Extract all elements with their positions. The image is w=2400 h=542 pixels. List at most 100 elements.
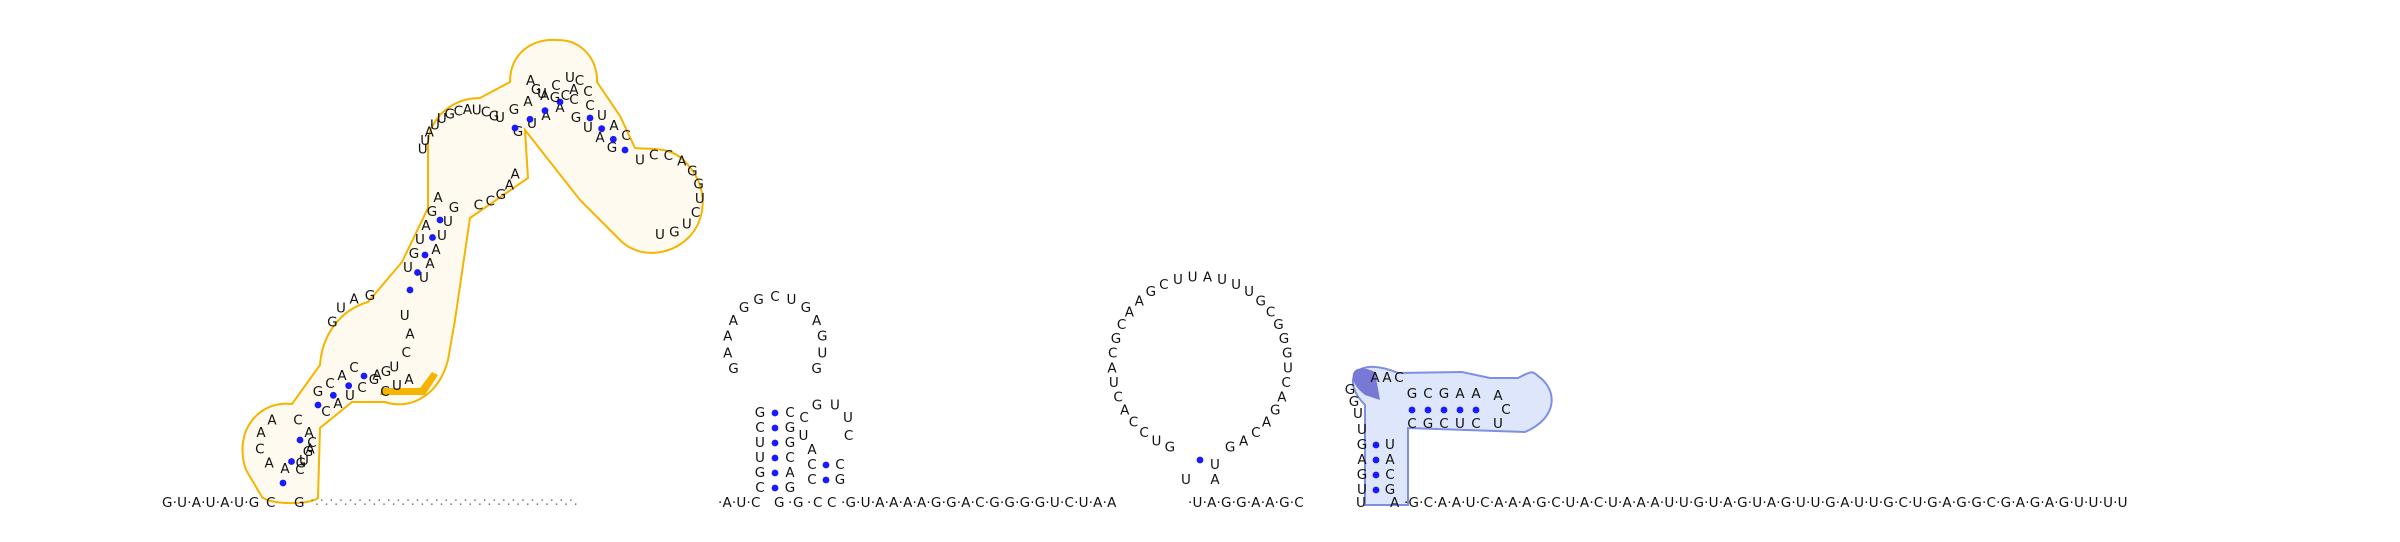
backbone-base: G [294, 495, 305, 511]
stem-nucleotide: U [583, 120, 593, 136]
loop-nucleotide: A [723, 345, 733, 361]
three-prime-strand: ·G·C·A·A·U·C·A·A·A·G·C·U·A·C·U·A·A·A·U·U… [1404, 495, 2128, 511]
loop-nucleotide: U [682, 217, 692, 233]
five-prime-strand: G·U·A·U·A·U·G [162, 495, 259, 511]
stem-nucleotide: U [537, 86, 547, 102]
loop-nucleotide: A [677, 153, 687, 169]
loop-nucleotide: A [1107, 360, 1117, 376]
loop-nucleotide: A [1135, 293, 1145, 309]
stem-nucleotide: G [509, 102, 519, 118]
highlight-region-helix1 [241, 38, 704, 505]
loop-nucleotide: A [1262, 415, 1272, 431]
loop-nucleotide: A [1382, 370, 1392, 386]
loop-nucleotide: U [635, 152, 645, 168]
stem-nucleotide: C [321, 404, 330, 420]
base-pair-dot [621, 146, 629, 154]
base-pair-dot [1196, 456, 1204, 464]
loop-nucleotide: C [454, 103, 463, 119]
loop-nucleotide: C [1501, 402, 1510, 418]
stem-nucleotide: C [1471, 416, 1480, 432]
loop-nucleotide: C [1159, 277, 1168, 293]
loop-nucleotide: A [505, 178, 515, 194]
stem-nucleotide: A [425, 256, 435, 272]
stem-nucleotide: C [807, 457, 816, 473]
stem-nucleotide: A [807, 442, 817, 458]
loop-nucleotide: C [1117, 317, 1126, 333]
loop-nucleotide: A [1120, 403, 1130, 419]
stem-nucleotide: A [555, 100, 565, 116]
loop-nucleotide: G [1270, 403, 1280, 419]
loop-nucleotide: C [770, 289, 779, 305]
base-pair-dot [526, 115, 534, 123]
loop-nucleotide: C [255, 442, 264, 458]
stem-nucleotide: G [785, 435, 795, 451]
loop-nucleotide: G [496, 187, 506, 203]
stem-nucleotide: G [409, 246, 419, 262]
loop-nucleotide: U [420, 133, 430, 149]
base-pair-dot [771, 424, 779, 432]
loop-nucleotide: A [463, 102, 473, 118]
loop-nucleotide: G [1111, 331, 1121, 347]
loop-nucleotide: A [1493, 388, 1503, 404]
stem-nucleotide: C [807, 472, 816, 488]
loop-nucleotide: G [817, 329, 827, 345]
backbone-base: C [827, 495, 837, 511]
backbone-segment: ·A·U·C [718, 495, 761, 511]
stem-nucleotide: C [307, 435, 316, 451]
loop-nucleotide: A [526, 73, 536, 89]
stem-nucleotide: C [785, 450, 794, 466]
base-pair-dot [406, 286, 414, 294]
base-pair-dot [1440, 406, 1448, 414]
base-pair-dot [329, 391, 337, 399]
base-pair-dot [586, 114, 594, 122]
loop-nucleotide: A [1203, 269, 1213, 285]
backbone-base: C [266, 495, 276, 511]
loop-nucleotide: U [418, 142, 428, 158]
stem-nucleotide: U [1357, 482, 1367, 498]
loop-nucleotide: G [531, 82, 541, 98]
stem-nucleotide: C [755, 420, 764, 436]
base-pair-dot [414, 269, 421, 276]
stem-nucleotide: G [607, 140, 617, 156]
linker: ·G·U·A·A·A·A·G·G·A·C·G·G·G·G·U·C·U·A·A [841, 495, 1117, 511]
loop-nucleotide: G [669, 224, 679, 240]
loop-nucleotide: A [812, 313, 822, 329]
loop-nucleotide: U [1283, 360, 1293, 376]
loop-nucleotide: A [304, 425, 314, 441]
loop-nucleotide: C [1266, 304, 1275, 320]
base-pair-dot [436, 216, 444, 224]
loop-nucleotide: C [649, 147, 658, 163]
backbone-base: G [774, 495, 785, 511]
stem-nucleotide: U [597, 108, 607, 124]
highlight-region-helix4 [1352, 365, 1553, 506]
base-pair-dot [556, 98, 564, 106]
loop-nucleotide: A [510, 166, 520, 182]
loop-nucleotide: G [327, 314, 337, 330]
backbone-base: C [813, 495, 823, 511]
stem-nucleotide: A [595, 130, 605, 146]
stem-nucleotide: C [1439, 416, 1448, 432]
stem-nucleotide: C [755, 480, 764, 496]
highlighted-nucleotide: U [392, 378, 402, 394]
loop-nucleotide: U [1151, 433, 1161, 449]
stem-nucleotide: U [403, 260, 413, 276]
stem-nucleotide: U [1455, 416, 1465, 432]
highlighted-nucleotide: U [1353, 406, 1363, 422]
stem-nucleotide: C [621, 128, 630, 144]
loop-nucleotide: C [481, 105, 490, 121]
loop-nucleotide: A [405, 326, 415, 342]
base-pair-dot [771, 439, 779, 447]
loop-nucleotide: C [402, 345, 411, 361]
base-pair-dot [1424, 406, 1432, 414]
stem-nucleotide: U [437, 228, 447, 244]
loop-nucleotide: G [296, 456, 306, 472]
loop-nucleotide: U [472, 102, 482, 118]
stem-nucleotide: C [585, 98, 594, 114]
loop-nucleotide: G [687, 163, 697, 179]
stem-nucleotide: G [369, 372, 379, 388]
stem-nucleotide: C [357, 380, 366, 396]
base-pair-dot [609, 135, 617, 143]
base-pair-dot [511, 124, 519, 132]
loop-nucleotide: A [280, 461, 290, 477]
